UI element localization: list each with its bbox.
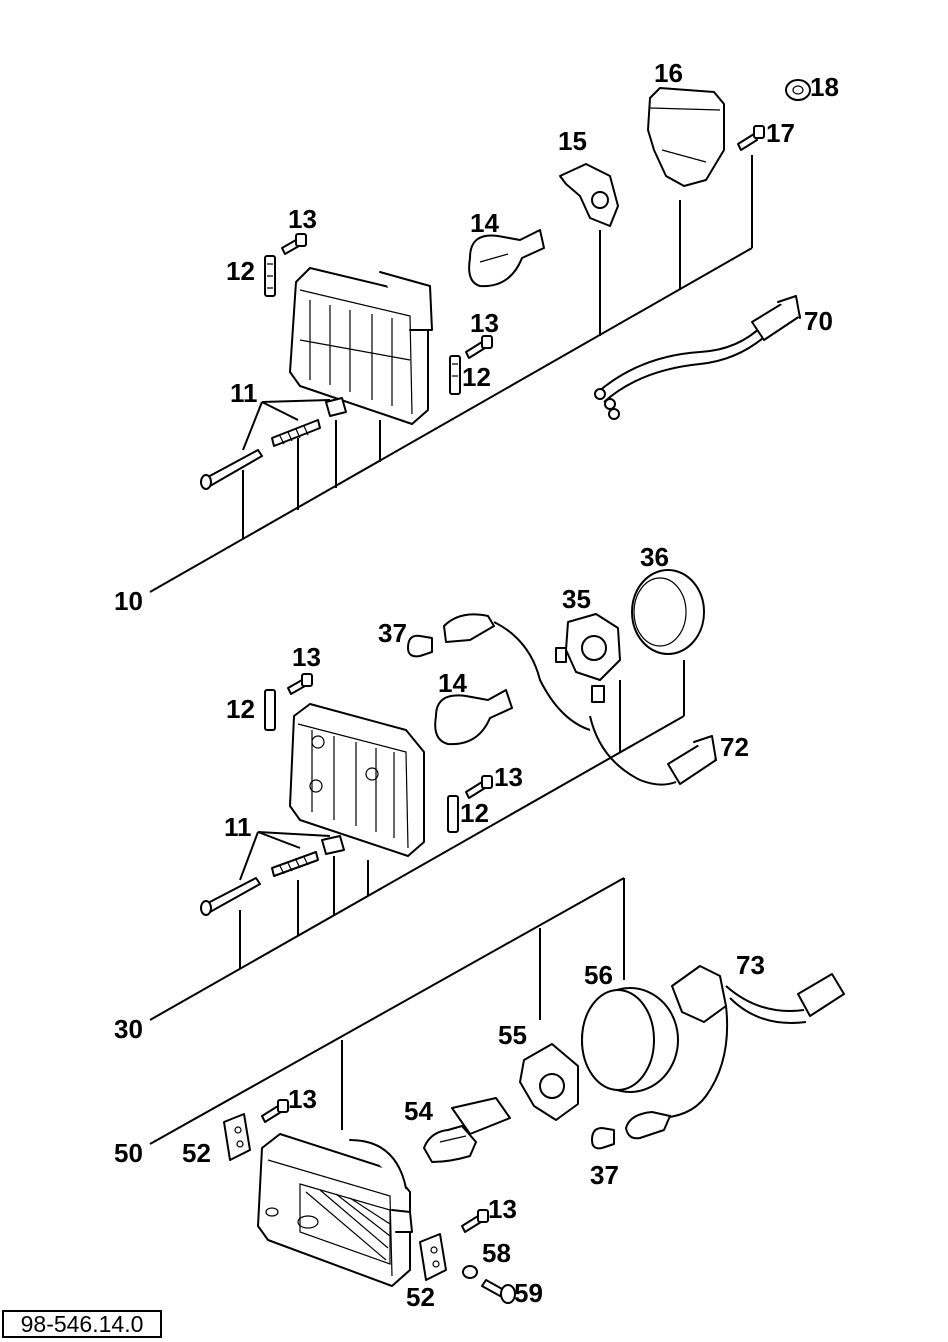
screw-59 xyxy=(481,1279,516,1304)
callout-35: 35 xyxy=(562,584,591,614)
clip-12-top-left xyxy=(264,255,276,297)
assembly-10: 10 11 12 13 14 15 16 17 18 13 12 70 xyxy=(114,58,839,616)
callout-18: 18 xyxy=(810,72,839,102)
callout-36: 36 xyxy=(640,542,669,572)
callout-50: 50 xyxy=(114,1138,143,1168)
assembly-50: 50 52 13 54 55 56 73 37 13 58 59 52 xyxy=(114,877,845,1312)
callout-52-right: 52 xyxy=(406,1282,435,1312)
spring-11 xyxy=(271,419,321,447)
callout-11-mid: 11 xyxy=(224,812,252,842)
bulb-37-bottom xyxy=(591,1127,615,1150)
callout-14-top: 14 xyxy=(470,208,499,238)
bracket-52-right xyxy=(419,1233,447,1281)
screw-13-bottom-left xyxy=(261,1099,289,1123)
headlamp-30 xyxy=(289,703,425,857)
wiring-harness-73 xyxy=(625,965,845,1140)
callout-70: 70 xyxy=(804,306,833,336)
callout-72: 72 xyxy=(720,732,749,762)
adjust-screw-11 xyxy=(200,449,263,490)
callout-12-top-right: 12 xyxy=(462,362,491,392)
callout-12-top-left: 12 xyxy=(226,256,255,286)
wiring-harness-72 xyxy=(443,613,717,786)
nut-11-mid xyxy=(321,835,345,855)
headlamp-10 xyxy=(289,267,433,425)
drawing-number-label: 98-546.14.0 xyxy=(2,1310,162,1338)
assembly-30: 30 11 12 13 14 37 35 36 72 13 12 xyxy=(114,542,749,1044)
callout-13-top-left: 13 xyxy=(288,204,317,234)
screw-13-top-left xyxy=(281,233,307,255)
callout-16: 16 xyxy=(654,58,683,88)
nut-11 xyxy=(325,397,347,417)
bulb-14-top xyxy=(468,229,545,288)
rear-housing-16 xyxy=(647,87,725,187)
callout-17: 17 xyxy=(766,118,795,148)
callout-55: 55 xyxy=(498,1020,527,1050)
callout-13-bottom-left: 13 xyxy=(288,1084,317,1114)
callout-52-left: 52 xyxy=(182,1138,211,1168)
callout-10: 10 xyxy=(114,586,143,616)
screw-13-top-right xyxy=(465,335,493,359)
callout-58: 58 xyxy=(482,1238,511,1268)
callout-13-mid-left: 13 xyxy=(292,642,321,672)
screw-13-bottom-right xyxy=(461,1209,489,1233)
callout-37-mid: 37 xyxy=(378,618,407,648)
bracket-15 xyxy=(559,163,619,227)
callout-12-mid-left: 12 xyxy=(226,694,255,724)
ring-36 xyxy=(631,569,705,655)
clip-12-mid-left xyxy=(264,689,276,731)
spring-11-mid xyxy=(271,851,319,877)
callout-54: 54 xyxy=(404,1096,433,1126)
bulb-37-mid xyxy=(407,634,433,658)
callout-37-bottom: 37 xyxy=(590,1160,619,1190)
callout-30: 30 xyxy=(114,1014,143,1044)
callout-13-bottom-right: 13 xyxy=(488,1194,517,1224)
bracket-52-left xyxy=(223,1113,251,1161)
callout-12-mid-right: 12 xyxy=(460,798,489,828)
clip-12-top-right xyxy=(449,355,461,395)
grommet-18 xyxy=(785,79,811,101)
screw-13-mid-left xyxy=(287,673,313,695)
screw-17 xyxy=(737,125,765,151)
washer-58 xyxy=(462,1265,478,1279)
clip-12-mid-right xyxy=(447,795,459,833)
callout-11-top: 11 xyxy=(230,378,258,408)
callout-13-mid-right: 13 xyxy=(494,762,523,792)
adjust-screw-11-mid xyxy=(200,877,261,916)
callout-15: 15 xyxy=(558,126,587,156)
callout-14-mid: 14 xyxy=(438,668,467,698)
headlamp-50 xyxy=(257,1133,413,1287)
callout-13-top-right: 13 xyxy=(470,308,499,338)
callout-56: 56 xyxy=(584,960,613,990)
bulb-54 xyxy=(423,1097,511,1163)
lens-56 xyxy=(581,987,679,1093)
screw-13-mid-right xyxy=(465,775,493,799)
wiring-harness-70 xyxy=(594,295,801,420)
socket-55 xyxy=(519,1043,579,1121)
socket-35 xyxy=(565,613,621,681)
callout-59: 59 xyxy=(514,1278,543,1308)
callout-73: 73 xyxy=(736,950,765,980)
bulb-14-mid xyxy=(434,689,513,746)
